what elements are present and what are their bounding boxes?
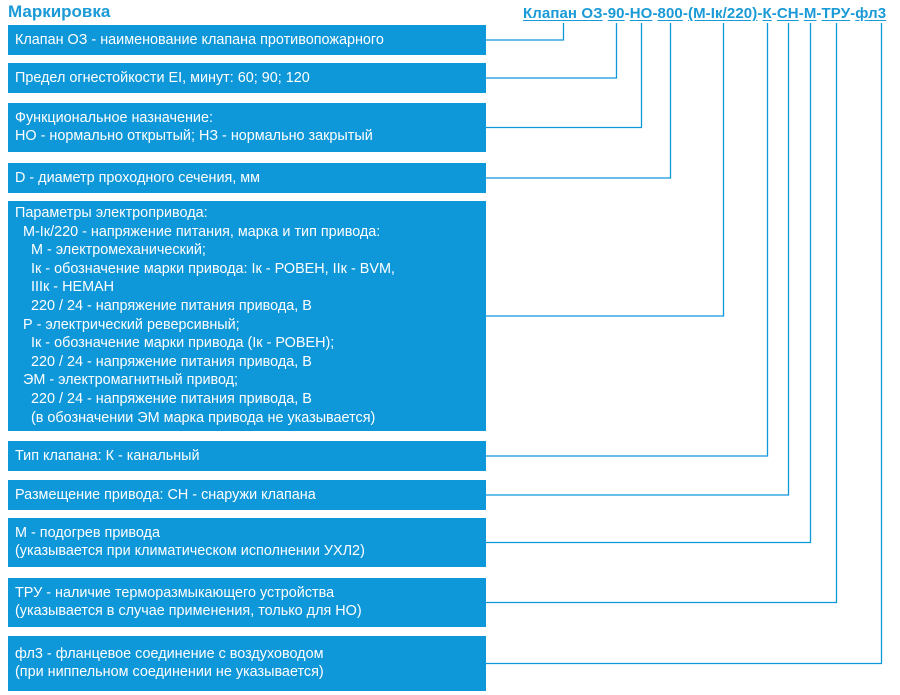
code-separator: -	[682, 5, 688, 22]
leader-line	[486, 23, 769, 457]
legend-line: IIIк - НЕМАН	[15, 279, 115, 296]
legend-line: ЭМ - электромагнитный привод;	[15, 372, 239, 389]
leader-line	[486, 23, 812, 544]
legend-line: М - электромеханический;	[15, 242, 206, 259]
code-separator: -	[602, 5, 608, 22]
code-segment: 90	[607, 5, 625, 22]
legend-box: Тип клапана: К - канальный	[8, 441, 486, 471]
legend-line: (указывается при климатическом исполнени…	[15, 543, 365, 560]
code-segment: К	[762, 5, 772, 22]
legend-line: Размещение привода: СН - снаружи клапана	[15, 486, 316, 503]
legend-line: 220 / 24 - напряжение питания привода, В	[15, 353, 312, 370]
code-segment: ТРУ	[821, 5, 851, 22]
legend-line: 220 / 24 - напряжение питания привода, В	[15, 297, 312, 314]
legend-line: НО - нормально открытый; НЗ - нормально …	[15, 128, 373, 145]
leader-line	[486, 23, 672, 179]
legend-line: ТРУ - наличие терморазмыкающего устройст…	[15, 584, 335, 601]
legend-box: Параметры электропривода: М-Iк/220 - нап…	[8, 201, 486, 431]
code-segment: (М-Iк/220)	[687, 5, 758, 22]
legend-box: фл3 - фланцевое соединение с воздуховодо…	[8, 636, 486, 691]
legend-line: Функциональное назначение:	[15, 109, 213, 126]
diagram-title: Маркировка	[8, 2, 111, 21]
code-segment: СН	[776, 5, 799, 22]
leader-line	[486, 23, 643, 129]
leader-line	[486, 23, 618, 79]
legend-line: М-Iк/220 - напряжение питания, марка и т…	[15, 223, 381, 240]
code-separator: -	[757, 5, 763, 22]
legend-box: D - диаметр проходного сечения, мм	[8, 163, 486, 193]
code-segment: 800	[657, 5, 683, 22]
code-separator: -	[624, 5, 630, 22]
legend-box: Предел огнестойкости EI, минут: 60; 90; …	[8, 63, 486, 93]
legend-box: М - подогрев привода (указывается при кли…	[8, 518, 486, 567]
code-segment: М	[803, 5, 817, 22]
legend-line: Параметры электропривода:	[15, 205, 208, 221]
legend-line: Предел огнестойкости EI, минут: 60; 90; …	[15, 69, 310, 86]
legend-line: (при ниппельном соединении не указываетс…	[15, 664, 324, 681]
legend-box: Функциональное назначение: НО - нормально…	[8, 103, 486, 152]
marking-code: Клапан ОЗ-90-НО-800-(М-Iк/220)-К-СН-М-ТР…	[523, 5, 886, 22]
legend-line: Клапан ОЗ - наименование клапана противо…	[15, 31, 384, 48]
legend-line: фл3 - фланцевое соединение с воздуховодо…	[15, 645, 324, 662]
code-separator: -	[850, 5, 856, 22]
legend-box: Размещение привода: СН - снаружи клапана	[8, 480, 486, 510]
code-separator: -	[771, 5, 777, 22]
leader-line	[486, 23, 725, 317]
code-separator: -	[816, 5, 822, 22]
legend-line: (указывается в случае применения, только…	[15, 603, 362, 620]
legend-line: D - диаметр проходного сечения, мм	[15, 169, 261, 186]
leader-line	[486, 23, 790, 496]
leader-line	[486, 23, 565, 41]
legend-box: ТРУ - наличие терморазмыкающего устройст…	[8, 578, 486, 627]
code-separator: -	[798, 5, 804, 22]
legend-line: Тип клапана: К - канальный	[15, 447, 200, 464]
legend-line: М - подогрев привода	[15, 524, 160, 541]
code-separator: -	[652, 5, 658, 22]
legend-line: 220 / 24 - напряжение питания привода, В	[15, 390, 312, 407]
legend-line: Iк - обозначение марки привода (Iк - РОВ…	[15, 335, 335, 352]
leader-line	[486, 23, 883, 665]
legend-line: (в обозначении ЭМ марка привода не указы…	[15, 409, 376, 426]
code-segment: Клапан ОЗ	[523, 5, 603, 22]
leader-line	[486, 23, 838, 604]
legend-box: Клапан ОЗ - наименование клапана противо…	[8, 25, 486, 55]
legend-line: Iк - обозначение марки привода: Iк - РОВ…	[15, 260, 395, 277]
code-segment: НО	[629, 5, 653, 22]
legend-line: Р - электрический реверсивный;	[15, 316, 240, 333]
code-segment: фл3	[855, 5, 887, 22]
